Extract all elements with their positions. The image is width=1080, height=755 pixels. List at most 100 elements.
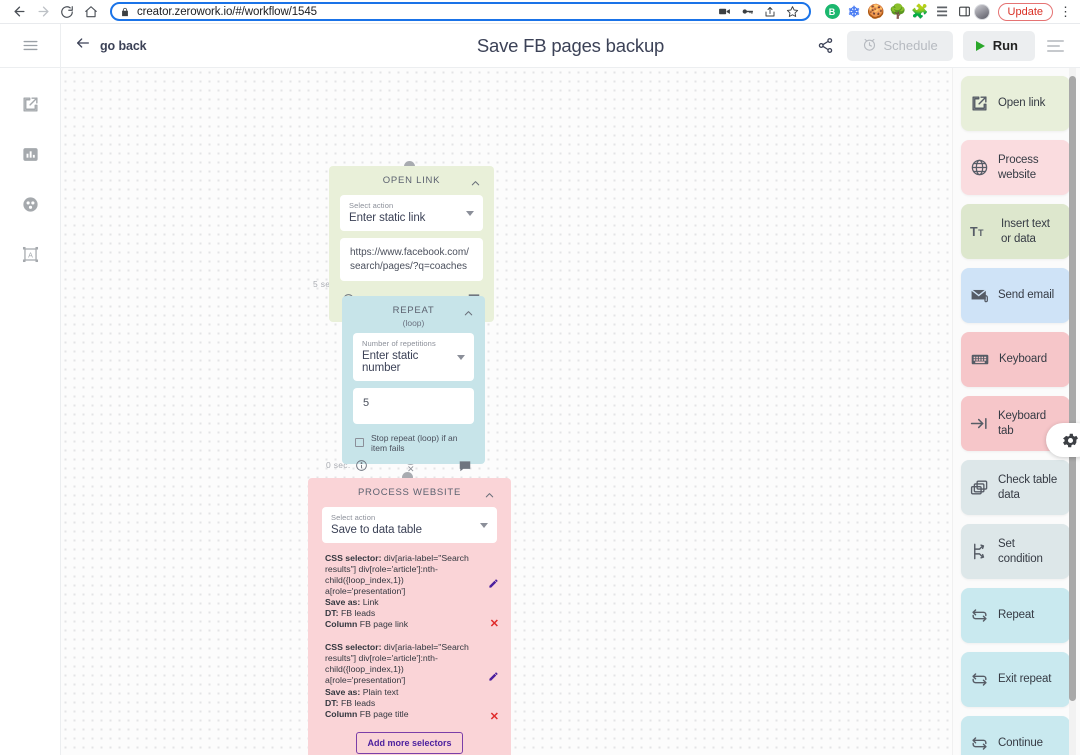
action-card-check-table-data[interactable]: Check table data xyxy=(961,460,1070,515)
puzzle-icon[interactable]: 🧩 xyxy=(911,3,929,19)
update-button[interactable]: Update xyxy=(997,2,1053,21)
share-icon[interactable] xyxy=(764,6,776,18)
css-selector-value: div[aria-label="Search results"] div[rol… xyxy=(325,553,469,597)
save-as-label: Save as: xyxy=(325,686,361,697)
rail-item-reports[interactable] xyxy=(16,140,44,168)
action-card-process-website[interactable]: Process website xyxy=(961,140,1070,195)
key-icon[interactable] xyxy=(741,5,754,18)
save-as-value: Link xyxy=(362,597,379,608)
action-card-exit-repeat[interactable]: Exit repeat xyxy=(961,652,1070,707)
rail-item-data-table[interactable] xyxy=(16,190,44,218)
browser-toolbar: creator.zerowork.io/#/workflow/1545 B ❄ … xyxy=(0,0,1080,24)
loom-icon[interactable]: ❄ xyxy=(847,3,861,21)
flow-node-repeat[interactable]: REPEAT (loop) Number of repetitions Ente… xyxy=(342,296,485,472)
select-action-field[interactable]: Select action Save to data table xyxy=(322,507,497,543)
go-back-button[interactable]: go back xyxy=(69,31,153,60)
rail-item-text-select[interactable]: A xyxy=(16,240,44,268)
node-connector-dot[interactable] xyxy=(402,472,413,483)
node-title: OPEN LINK xyxy=(382,175,441,186)
connector-delay-label: 5 sec xyxy=(313,279,335,289)
address-bar[interactable]: creator.zerowork.io/#/workflow/1545 xyxy=(110,2,811,21)
workflow-canvas[interactable]: ✕ 5 sec ✕ 0 sec. OPEN LINK Select action… xyxy=(61,68,1080,755)
run-button[interactable]: Run xyxy=(962,30,1035,61)
loop-icon xyxy=(970,606,989,625)
chevron-up-icon[interactable] xyxy=(470,176,481,194)
save-as-line: Save as: Plain text xyxy=(325,687,481,698)
action-card-open-link[interactable]: Open link xyxy=(961,76,1070,131)
url-text: creator.zerowork.io/#/workflow/1545 xyxy=(137,5,317,18)
field-value: Save to data table xyxy=(331,524,422,536)
close-x-icon[interactable]: ✕ xyxy=(489,618,499,630)
go-back-label: go back xyxy=(100,38,147,53)
reload-icon[interactable] xyxy=(56,1,78,23)
bookmark-star-icon[interactable] xyxy=(786,5,799,18)
share-icon[interactable] xyxy=(814,34,837,57)
chevron-down-icon[interactable] xyxy=(466,211,474,216)
action-card-label: Continue xyxy=(998,737,1043,750)
action-card-keyboard[interactable]: Keyboard xyxy=(961,332,1070,387)
dt-value: FB leads xyxy=(340,608,376,619)
pencil-icon[interactable] xyxy=(488,576,499,594)
selector-block: CSS selector: div[aria-label="Search res… xyxy=(308,630,511,723)
tab-arrow-icon xyxy=(970,414,989,433)
list-menu-icon[interactable] xyxy=(1045,36,1066,56)
kebab-menu-icon[interactable]: ⋮ xyxy=(1059,4,1072,19)
dt-label: DT: xyxy=(325,608,339,619)
run-label: Run xyxy=(992,38,1018,53)
hamburger-icon[interactable] xyxy=(0,24,60,68)
static-link-input[interactable]: https://www.facebook.com/search/pages/?q… xyxy=(340,238,483,281)
add-more-selectors-button[interactable]: Add more selectors xyxy=(356,731,463,754)
pencil-icon[interactable] xyxy=(488,669,499,687)
sidepanel-icon[interactable] xyxy=(957,4,972,19)
forward-arrow-icon[interactable] xyxy=(32,1,54,23)
chevron-down-icon[interactable] xyxy=(457,355,465,360)
chevron-down-icon[interactable] xyxy=(480,523,488,528)
svg-text:T: T xyxy=(978,228,984,238)
node-title: REPEAT xyxy=(392,305,435,316)
app-shell: A go back Save FB pages backup xyxy=(0,24,1080,755)
column-value: FB page link xyxy=(359,619,409,630)
bitwarden-icon[interactable]: B xyxy=(824,4,840,19)
back-arrow-icon[interactable] xyxy=(8,1,30,23)
select-action-field[interactable]: Select action Enter static link xyxy=(340,195,483,231)
column-line: Column FB page link xyxy=(325,619,481,630)
cookie-icon[interactable]: 🍪 xyxy=(867,3,885,19)
action-card-continue[interactable]: Continue xyxy=(961,716,1070,755)
action-card-repeat[interactable]: Repeat xyxy=(961,588,1070,643)
lock-icon xyxy=(120,7,130,17)
action-card-send-email[interactable]: Send email xyxy=(961,268,1070,323)
action-card-label: Keyboard xyxy=(999,353,1048,366)
flow-node-process-website[interactable]: PROCESS WEBSITE Select action Save to da… xyxy=(308,478,511,755)
globe-icon xyxy=(970,158,989,177)
playlist-icon[interactable]: ☰ xyxy=(936,3,948,19)
clock-icon xyxy=(862,37,877,55)
camera-icon[interactable] xyxy=(718,5,731,18)
rail-item-open-link[interactable] xyxy=(16,90,44,118)
dt-line: DT: FB leads xyxy=(325,698,481,709)
stop-repeat-checkbox[interactable] xyxy=(355,438,364,448)
chevron-up-icon[interactable] xyxy=(484,488,495,506)
action-card-set-condition[interactable]: Set condition xyxy=(961,524,1070,579)
chevron-up-icon[interactable] xyxy=(463,306,474,324)
info-icon[interactable] xyxy=(355,459,368,472)
action-card-label: Insert text or data xyxy=(1001,218,1050,245)
dt-line: DT: FB leads xyxy=(325,608,481,619)
save-as-value: Plain text xyxy=(362,686,399,697)
dt-label: DT: xyxy=(325,697,339,708)
profile-avatar[interactable] xyxy=(973,3,990,20)
dt-value: FB leads xyxy=(340,697,376,708)
repetitions-field[interactable]: Number of repetitions Enter static numbe… xyxy=(353,333,474,381)
panel-scrollbar[interactable] xyxy=(1069,76,1076,701)
stop-repeat-checkbox-row[interactable]: Stop repeat (loop) if an item fails xyxy=(342,424,485,453)
connector-remove-icon[interactable]: ✕ xyxy=(407,464,415,474)
home-icon[interactable] xyxy=(80,1,102,23)
repetitions-input[interactable]: 5 xyxy=(353,388,474,424)
note-icon[interactable] xyxy=(458,459,472,473)
css-selector-value: div[aria-label="Search results"] div[rol… xyxy=(325,642,469,686)
close-x-icon[interactable]: ✕ xyxy=(489,711,499,724)
gear-icon[interactable] xyxy=(1046,423,1080,457)
tree-icon[interactable]: 🌳 xyxy=(889,3,907,19)
email-icon xyxy=(970,286,989,305)
schedule-button[interactable]: Schedule xyxy=(846,30,953,61)
